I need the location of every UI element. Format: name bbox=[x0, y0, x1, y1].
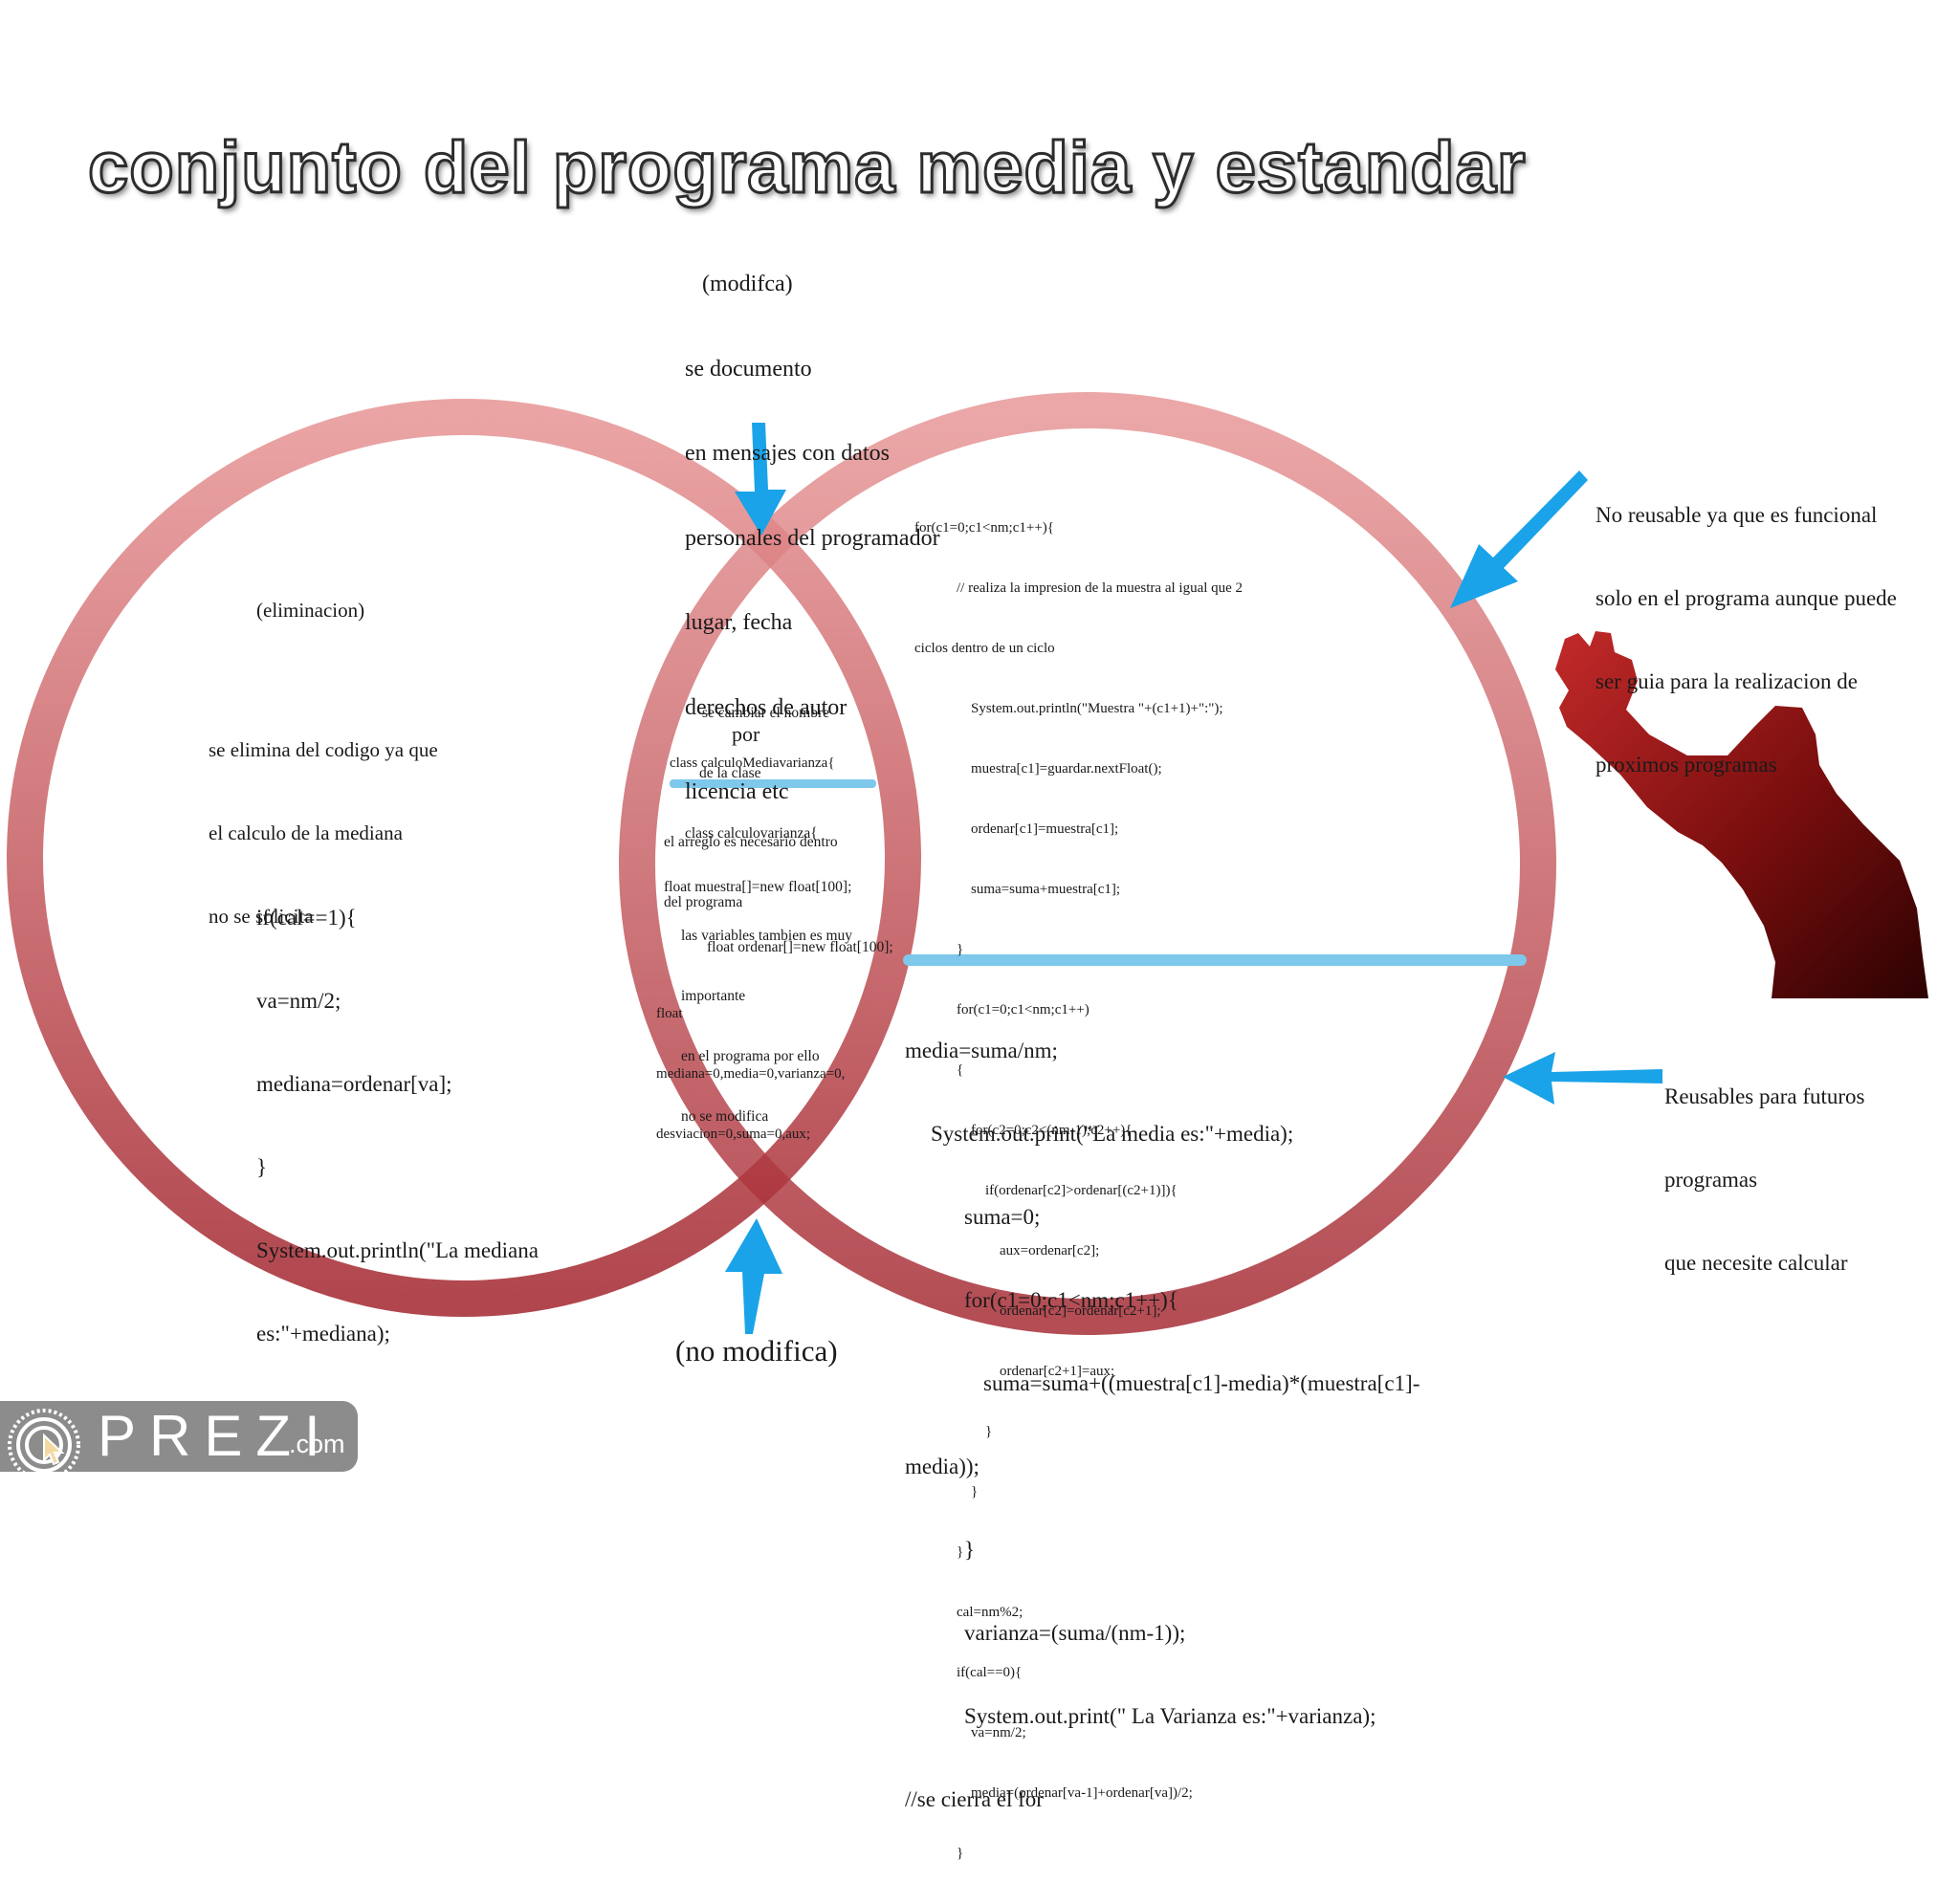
decl-line: mediana=0,media=0,varianza=0, bbox=[656, 1066, 846, 1082]
note-line: programas bbox=[1664, 1168, 1758, 1192]
left-note: se elimina del codigo ya que el calculo … bbox=[209, 681, 438, 986]
left-code: if(cal==1){ va=nm/2; mediana=ordenar[va]… bbox=[256, 848, 539, 1403]
bottom-note: (no modifica) bbox=[675, 1334, 838, 1368]
code-line: if(ordenar[c2]>ordenar[(c2+1)]){ bbox=[985, 1183, 1178, 1198]
code-line: for(c2=0;c2<(nm-1);c2++){ bbox=[971, 1123, 1133, 1138]
rename-line: se cambiar el nombre bbox=[702, 705, 829, 721]
code-line: ordenar[c1]=muestra[c1]; bbox=[971, 821, 1119, 837]
variables-line: las variables tambien es muy bbox=[681, 928, 853, 944]
float-line: float muestra[]=new float[100]; bbox=[664, 879, 852, 895]
code-line: muestra[c1]=guardar.nextFloat(); bbox=[971, 761, 1162, 777]
top-note-line: (modifca) bbox=[702, 272, 793, 296]
note-line: que necesite calcular bbox=[1664, 1251, 1848, 1275]
code-line: } bbox=[964, 1538, 976, 1562]
code-line: aux=ordenar[c2]; bbox=[1000, 1243, 1100, 1258]
arrow-up-icon bbox=[725, 1218, 782, 1334]
code-line: ciclos dentro de un ciclo bbox=[914, 641, 1055, 656]
note-line: proximos programas bbox=[1596, 753, 1777, 777]
rename-note: se cambiar el nombre de la clase class c… bbox=[685, 663, 829, 884]
top-note-line: en mensajes con datos bbox=[685, 441, 890, 466]
code-line: //se cierra el for bbox=[905, 1787, 1044, 1811]
code-line: if(cal==1){ bbox=[256, 906, 357, 930]
code-line: suma=0; bbox=[964, 1205, 1041, 1229]
arreglo-line: el arreglo es necesario dentro bbox=[664, 834, 838, 850]
code-line: ordenar[c2+1]=aux; bbox=[1000, 1364, 1115, 1379]
code-line: } bbox=[957, 942, 964, 957]
code-line: varianza=(suma/(nm-1)); bbox=[964, 1621, 1186, 1645]
page-title: conjunto del programa media y estandar bbox=[87, 127, 1527, 208]
left-note-line: no se solicita bbox=[209, 905, 314, 928]
top-note-line: licencia etc bbox=[685, 779, 789, 804]
top-note-line: derechos de autor bbox=[685, 694, 847, 720]
code-line: media=suma/nm; bbox=[905, 1039, 1058, 1062]
code-line: es:"+mediana); bbox=[256, 1322, 390, 1346]
middle-divider bbox=[670, 779, 876, 788]
venn-diagram-graphics bbox=[7, 392, 1928, 1335]
left-note-line: se elimina del codigo ya que bbox=[209, 738, 438, 761]
top-note-line: lugar, fecha bbox=[685, 610, 793, 635]
note-line: solo en el programa aunque puede bbox=[1596, 586, 1897, 610]
code-line: suma=suma+muestra[c1]; bbox=[971, 882, 1121, 897]
prezi-wordmark: PREZI bbox=[98, 1404, 334, 1468]
code-line: ordenar[c2]=ordenar[c2+1]; bbox=[1000, 1303, 1161, 1319]
arreglo-line: del programa bbox=[664, 894, 743, 910]
note-line: ser guia para la realizacion de bbox=[1596, 669, 1858, 693]
top-note-line: se documento bbox=[685, 356, 812, 382]
prezi-logo-icon bbox=[8, 1409, 80, 1481]
variables-note: las variables tambien es muy importante … bbox=[681, 886, 852, 1167]
variables-line: no se modifica bbox=[681, 1108, 769, 1125]
code-line: // realiza la impresion de la muestra al… bbox=[957, 580, 1244, 596]
left-heading: (eliminacion) bbox=[256, 599, 365, 622]
code-line: System.out.print(" La Varianza es:"+vari… bbox=[964, 1704, 1376, 1728]
code-line: } bbox=[971, 1484, 979, 1499]
left-ring bbox=[7, 399, 921, 1317]
code-line: } bbox=[256, 1155, 268, 1179]
prezi-brand-badge[interactable]: PREZI .com bbox=[0, 1401, 358, 1481]
rename-line: de la clase bbox=[699, 765, 761, 781]
float-declarations: float muestra[]=new float[100]; float or… bbox=[664, 837, 893, 997]
code-line: suma=suma+((muestra[c1]-media)*(muestra[… bbox=[983, 1371, 1420, 1395]
right-ring bbox=[619, 392, 1556, 1335]
variable-declarations: float mediana=0,media=0,varianza=0, desv… bbox=[656, 964, 845, 1185]
code-line: } bbox=[985, 1424, 993, 1439]
variables-line: en el programa por ello bbox=[681, 1048, 820, 1064]
code-line: mediana=ordenar[va]; bbox=[256, 1072, 452, 1096]
top-note: (modifca) se documento en mensajes con d… bbox=[685, 214, 940, 864]
not-reusable-note: No reusable ya que es funcional solo en … bbox=[1596, 446, 1897, 834]
code-line: for(c1=0;c1<nm;c1++){ bbox=[914, 520, 1054, 536]
arreglo-note: el arreglo es necesario dentro del progr… bbox=[664, 792, 838, 952]
code-line: { bbox=[957, 1062, 964, 1078]
right-divider bbox=[903, 954, 1527, 966]
float-line: float ordenar[]=new float[100]; bbox=[707, 939, 893, 955]
top-note-line: personales del programador bbox=[685, 525, 940, 551]
por-label: por bbox=[732, 722, 760, 746]
decl-line: desviacion=0,suma=0,aux; bbox=[656, 1127, 811, 1142]
arrow-down-left-icon bbox=[1450, 471, 1588, 608]
code-line: va=nm/2; bbox=[256, 989, 341, 1013]
arrow-left-icon bbox=[1503, 1052, 1662, 1105]
code-line: for(c1=0;c1<nm;c1++){ bbox=[964, 1288, 1178, 1312]
left-note-line: el calculo de la mediana bbox=[209, 821, 403, 844]
rename-line: class calculovarianza{ bbox=[685, 825, 818, 842]
code-line: for(c1=0;c1<nm;c1++) bbox=[957, 1002, 1090, 1018]
code-line: System.out.println("Muestra "+(c1+1)+":"… bbox=[971, 701, 1223, 716]
right-code-bottom: media=suma/nm; System.out.print("La medi… bbox=[905, 981, 1420, 1869]
note-line: No reusable ya que es funcional bbox=[1596, 503, 1878, 527]
reusable-note: Reusables para futuros programas que nec… bbox=[1664, 1027, 1865, 1332]
person-silhouette-icon bbox=[1555, 631, 1928, 998]
new-class-name: class calculoMediavarianza{ bbox=[670, 755, 835, 771]
note-line: Reusables para futuros bbox=[1664, 1084, 1865, 1108]
prezi-canvas: conjunto del programa media y estandar (… bbox=[0, 127, 1928, 1861]
variables-line: importante bbox=[681, 988, 746, 1004]
prezi-domain-suffix: .com bbox=[289, 1430, 345, 1458]
code-line: media)); bbox=[905, 1455, 980, 1478]
code-line: System.out.print("La media es:"+media); bbox=[931, 1122, 1294, 1146]
decl-line: float bbox=[656, 1006, 683, 1021]
arrow-down-icon bbox=[735, 423, 786, 536]
code-line: System.out.println("La mediana bbox=[256, 1238, 539, 1262]
